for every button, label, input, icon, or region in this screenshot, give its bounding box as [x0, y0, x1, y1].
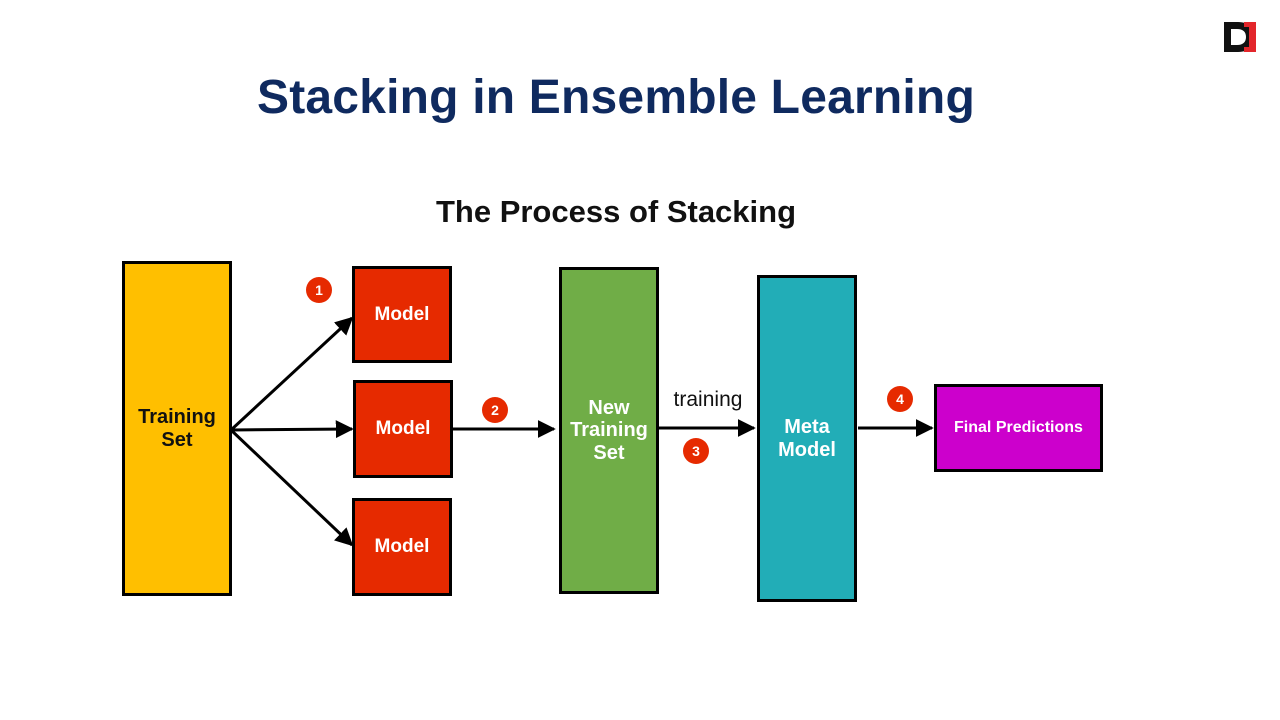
step-badge-4: 4 [887, 386, 913, 412]
new-training-set-label: New Training Set [570, 396, 648, 464]
new-training-set-node: New Training Set [559, 267, 659, 594]
model-node-2: Model [353, 380, 453, 478]
step-badge-2: 2 [482, 397, 508, 423]
model-node-3: Model [352, 498, 452, 596]
arrow-training-to-model-1 [229, 316, 354, 432]
meta-model-label: Meta Model [778, 416, 836, 461]
model-1-label: Model [374, 303, 430, 325]
model-node-1: Model [352, 266, 452, 363]
training-set-label: Training Set [138, 406, 216, 451]
page-title: Stacking in Ensemble Learning [257, 71, 975, 124]
final-predictions-node: Final Predictions [934, 384, 1103, 472]
arrow-training-to-model-3 [229, 428, 354, 547]
step-badge-1: 1 [306, 277, 332, 303]
training-edge-label: training [673, 388, 743, 411]
arrow-training-to-model-2 [230, 420, 354, 439]
final-predictions-label: Final Predictions [954, 419, 1083, 437]
meta-model-node: Meta Model [757, 275, 857, 602]
training-set-node: Training Set [122, 261, 232, 596]
brand-logo [1222, 20, 1258, 54]
model-3-label: Model [374, 536, 430, 558]
model-2-label: Model [375, 418, 431, 440]
diagram-subtitle: The Process of Stacking [435, 194, 797, 229]
brand-logo-icon [1224, 22, 1256, 52]
step-badge-3: 3 [683, 438, 709, 464]
